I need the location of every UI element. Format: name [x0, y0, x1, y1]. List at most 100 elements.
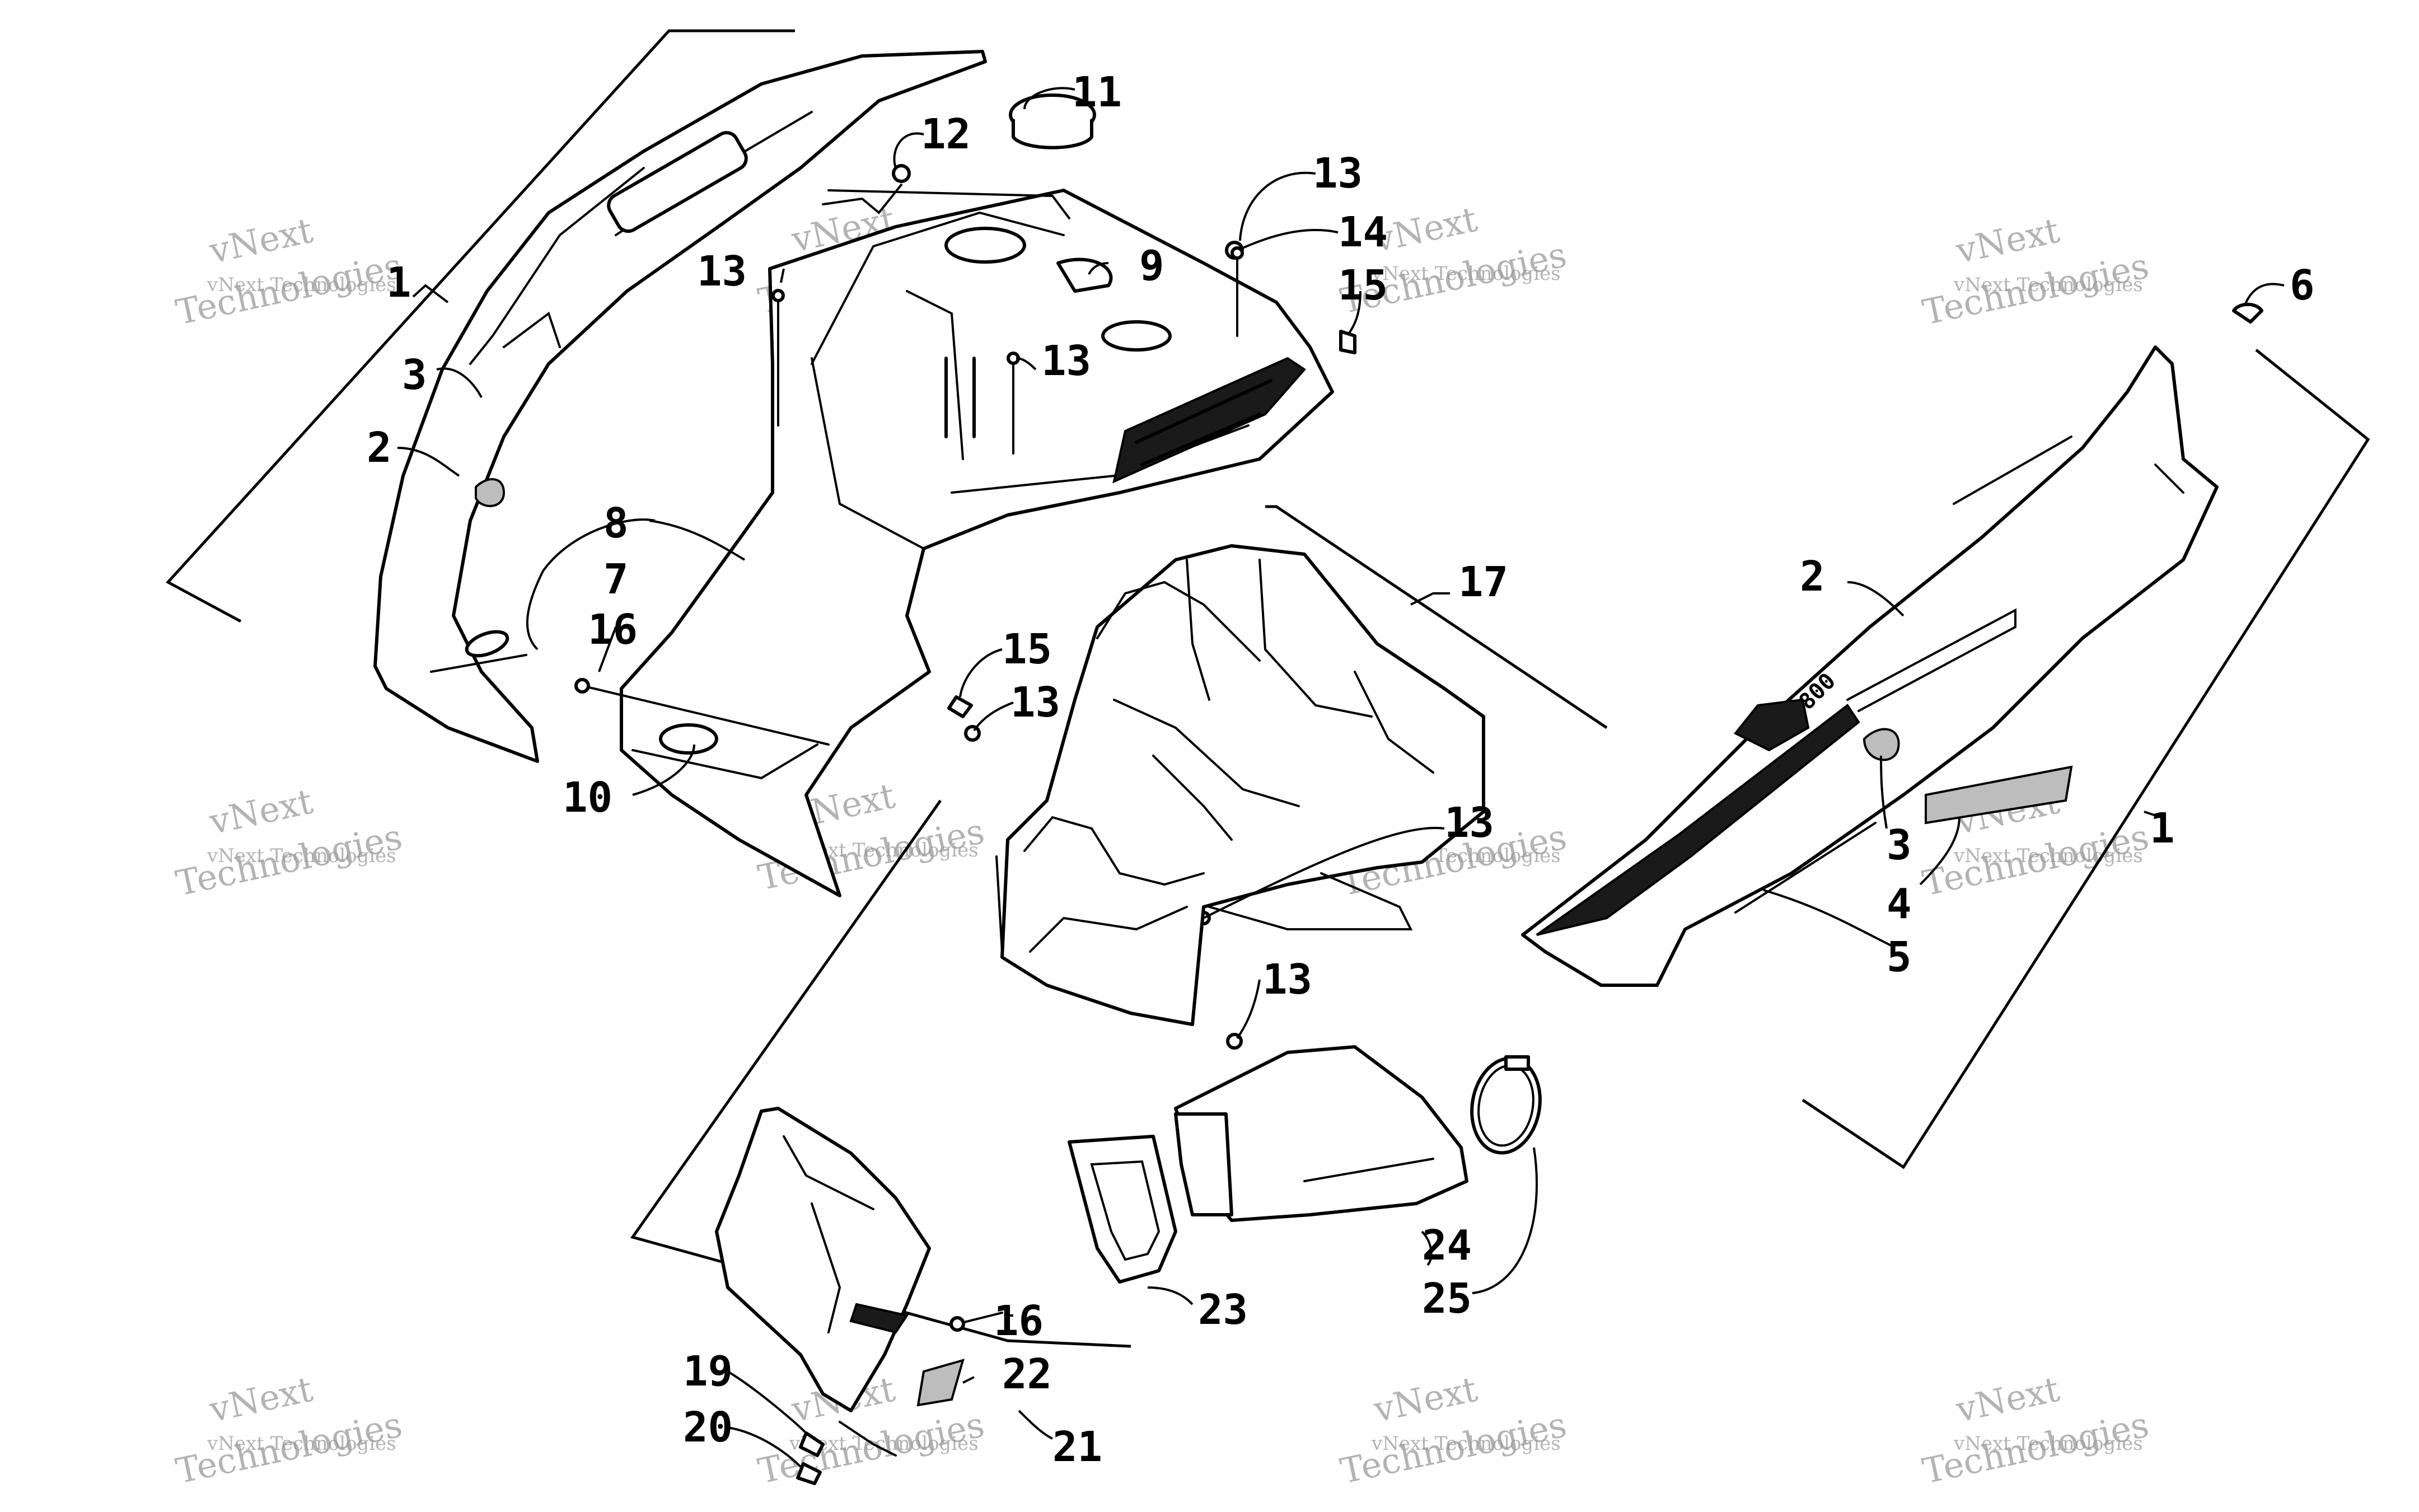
watermark-row-3: vNext Technologies Technologies vNext vN… [172, 1369, 2153, 1492]
callout-10: 10 [563, 774, 612, 822]
leader-25 [1472, 1147, 1538, 1294]
leader-8 [649, 519, 746, 561]
grommet-9 [1056, 258, 1113, 293]
callout-1-right: 1 [2150, 804, 2175, 853]
nose-pan-lower-edge [839, 1421, 897, 1457]
gasket-23-outer [1068, 1135, 1177, 1284]
left-panel-crease [469, 167, 645, 365]
bracket-air-box [1265, 505, 1608, 729]
callout-16-lower: 16 [994, 1297, 1044, 1345]
callout-15-lower: 15 [1002, 625, 1052, 673]
right-panel-logo-block [1733, 698, 1810, 752]
clip-15 [1339, 330, 1356, 354]
callout-11: 11 [1072, 68, 1122, 116]
callout-25: 25 [1422, 1275, 1472, 1323]
gasket-23-inner [1090, 1160, 1161, 1261]
duct-24-seam [1303, 1158, 1434, 1182]
left-panel-vent-slot [607, 131, 748, 233]
callout-numbers: 1 1 2 2 3 3 4 5 6 7 8 9 10 11 12 13 13 1… [367, 68, 2315, 1471]
right-panel-decal-4 [1925, 765, 2073, 825]
leader-2-right [1847, 581, 1905, 617]
leader-24 [1421, 1230, 1433, 1266]
leader-6 [2244, 283, 2285, 306]
callout-13-mid: 13 [1010, 678, 1060, 727]
watermark-large: vNext [1952, 1369, 2063, 1430]
air-box-flange [1208, 872, 1413, 930]
watermark-large: Technologies [172, 816, 406, 904]
clip-20 [796, 1462, 822, 1485]
leader-23 [1147, 1286, 1194, 1305]
callout-13-center: 13 [1041, 337, 1091, 385]
intake-duct [1174, 1045, 1468, 1222]
watermark-small: vNext Technologies [1953, 274, 2143, 296]
front-hood [620, 189, 1334, 897]
leader-19 [727, 1370, 807, 1434]
leader-2-left [397, 447, 460, 477]
watermark-large: Technologies [172, 1404, 406, 1492]
air-box-baffle [1258, 559, 1373, 718]
air-box-front-lip [1029, 906, 1188, 953]
callout-24: 24 [1422, 1221, 1472, 1270]
screw-16 [581, 685, 830, 746]
callout-2-left: 2 [367, 424, 392, 472]
hood-console-edge [906, 290, 964, 460]
nose-pan-body [715, 1107, 931, 1412]
right-panel-stripe-5 [1734, 822, 1877, 914]
leader-15-lower [959, 648, 1003, 698]
callout-14: 14 [1338, 208, 1388, 256]
nose-pan-opening-edge [811, 1202, 841, 1333]
callout-3-right: 3 [1887, 821, 1912, 869]
right-panel-black-stripe [1536, 704, 1860, 936]
hose-clamp [1470, 1055, 1542, 1155]
callout-19: 19 [683, 1347, 733, 1396]
leader-14 [1239, 228, 1339, 250]
duct-24-opening [1174, 1112, 1233, 1216]
watermark-large: Technologies [172, 245, 406, 333]
callout-15-top: 15 [1338, 261, 1388, 310]
leader-22 [962, 1376, 975, 1384]
left-panel-edge [430, 654, 527, 673]
leader-1-right [2144, 811, 2161, 818]
left-side-panel [373, 50, 987, 763]
hood-post [944, 357, 976, 438]
air-box-edge [995, 855, 1003, 953]
clip-15-lower [947, 695, 973, 718]
callout-21: 21 [1052, 1423, 1102, 1471]
leader-13-left [780, 268, 785, 283]
hood-gauge-opening [944, 227, 1026, 264]
leader-11 [1023, 87, 1075, 110]
callout-2-right: 2 [1800, 553, 1825, 601]
watermark-large: vNext [205, 210, 316, 271]
watermark-large: Technologies [1919, 1404, 2153, 1492]
air-box-inner-wall [1096, 581, 1261, 662]
left-panel-edge [503, 311, 561, 348]
callout-13-airbox: 13 [1444, 799, 1494, 847]
decal-22 [916, 1359, 965, 1407]
right-panel-crease [1953, 436, 2072, 505]
leader-13-lower [973, 701, 1014, 732]
leader-5 [1763, 889, 1893, 947]
air-box-baffle [1152, 755, 1233, 841]
callout-20: 20 [683, 1403, 733, 1452]
air-box-rim [1023, 816, 1205, 886]
watermark-small: vNext Technologies [1953, 1433, 2143, 1455]
hood-vent-slat [1140, 413, 1261, 466]
leader-13-airbox [1203, 827, 1445, 919]
screw-16-lower-head [949, 1316, 965, 1332]
leader-7 [526, 518, 656, 650]
clip-19 [799, 1431, 825, 1457]
harness-connector-12 [892, 164, 911, 183]
watermark-small: vNext Technologies [1371, 1433, 1561, 1455]
screw-13-head [1230, 246, 1244, 260]
left-panel-rivet-3 [475, 478, 506, 507]
leader-13-top [1239, 171, 1316, 241]
watermark-small: vNext Technologies [207, 845, 396, 867]
air-box-outer-shell [1000, 544, 1485, 1026]
callout-1-left: 1 [386, 259, 411, 307]
callout-16-left: 16 [588, 606, 638, 654]
leader-21 [1018, 1410, 1053, 1440]
callout-17: 17 [1458, 558, 1508, 606]
nose-pan-edge [783, 1135, 874, 1210]
leader-13-bottom [1236, 979, 1261, 1040]
